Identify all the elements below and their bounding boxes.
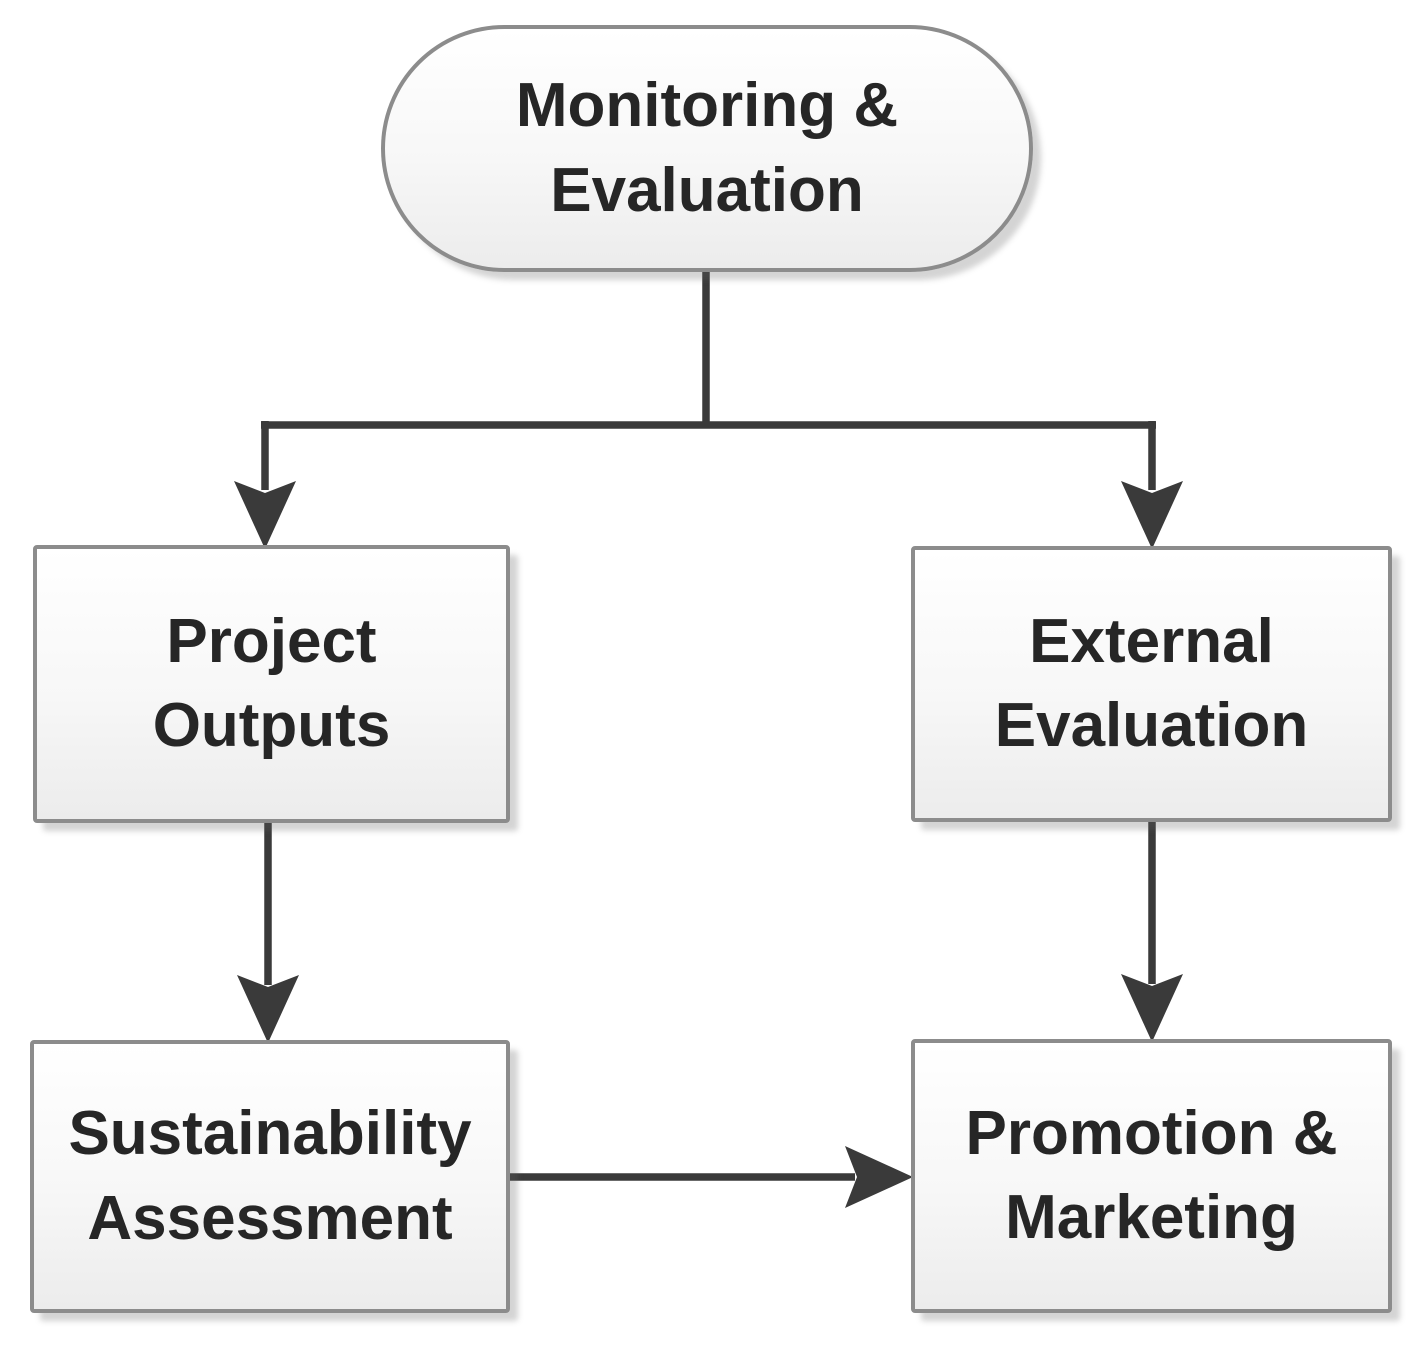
node-label-line: External	[1029, 606, 1274, 676]
node-sustainability-assessment: Sustainability Assessment	[30, 1040, 510, 1313]
node-label-line: Outputs	[152, 691, 391, 760]
node-project-outputs: Project Outputs	[33, 545, 510, 823]
node-label-line: Project	[166, 606, 377, 676]
node-label-line: Evaluation	[994, 691, 1309, 760]
node-monitoring-evaluation: Monitoring & Evaluation	[381, 25, 1033, 272]
arrowhead-to-external-evaluation	[1121, 481, 1183, 549]
node-external-evaluation: External Evaluation	[911, 546, 1392, 822]
node-label-line: Assessment	[87, 1183, 453, 1253]
node-label-line: Sustainability	[68, 1099, 472, 1169]
arrowhead-to-project-outputs	[234, 481, 296, 549]
node-label-line: Monitoring &	[515, 71, 899, 141]
arrowhead-to-promotion-down	[1121, 974, 1183, 1042]
node-promotion-marketing: Promotion & Marketing	[911, 1039, 1392, 1313]
node-label-line: Evaluation	[550, 155, 864, 225]
node-label-line: Promotion &	[965, 1098, 1338, 1168]
arrowhead-to-sustainability	[237, 975, 299, 1043]
arrowhead-to-promotion-right	[845, 1146, 913, 1208]
node-label-line: Marketing	[1005, 1183, 1298, 1252]
